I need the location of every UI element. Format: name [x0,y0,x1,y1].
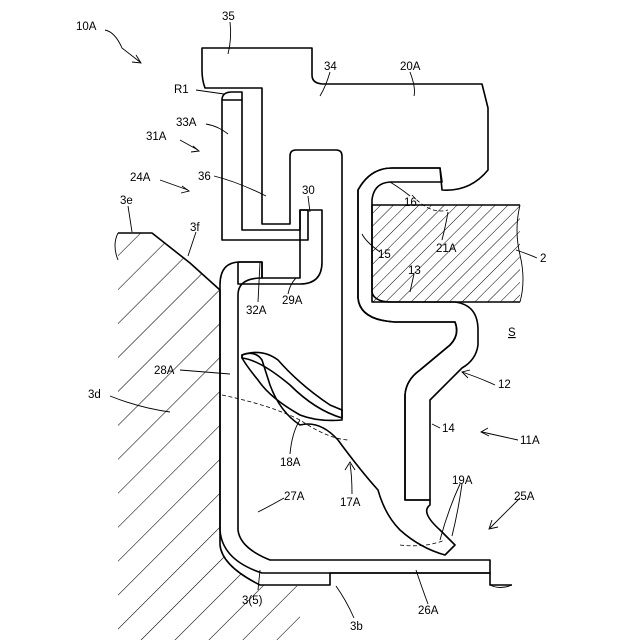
leader-26A [416,570,428,604]
leader-11A [482,432,518,440]
label-32A: 32A [246,305,267,317]
label-18A: 18A [280,457,301,469]
leader-16 [390,182,410,196]
label-33A: 33A [176,117,197,129]
housing-body [118,233,300,640]
leader-14 [432,424,440,428]
leader-3f [188,232,196,256]
leader-R1 [196,90,224,94]
leader-3e [128,206,132,232]
label-27A: 27A [284,491,305,503]
housing-left-break [115,233,118,260]
label-34: 34 [324,61,337,73]
label-35: 35 [222,11,235,23]
core-lip-R1 [222,92,242,100]
label-29A: 29A [282,295,303,307]
leader-29A [288,278,296,294]
label-28A: 28A [154,365,175,377]
label-25A: 25A [514,491,535,503]
leader-33A [206,124,228,134]
label-15: 15 [378,249,391,261]
label-36: 36 [198,171,211,183]
label-30: 30 [302,185,315,197]
leader-35 [228,22,231,54]
label-26A: 26A [418,605,439,617]
label-12: 12 [498,379,511,391]
label-3b: 3b [350,621,363,633]
leader-32A [258,262,260,302]
slinger-cup [238,210,322,284]
label-3f: 3f [190,222,200,234]
leader-12 [462,372,495,385]
label-13: 13 [408,265,421,277]
label-3d: 3d [88,389,101,401]
leader-27A [258,498,284,512]
label-24A: 24A [130,172,151,184]
label-10A: 10A [76,21,97,33]
label-3_5: 3(5) [242,595,263,607]
dashed-19A [400,540,445,546]
label-11A: 11A [520,435,540,447]
label-21A: 21A [436,243,457,255]
leader-3b [336,586,354,618]
label-17A: 17A [340,497,361,509]
leader-18A [290,420,300,454]
label-R1: R1 [174,84,189,96]
leader-17A [350,464,352,494]
leader-10A [105,30,140,62]
label-20A: 20A [400,61,421,73]
label-31A: 31A [146,131,167,143]
label-2: 2 [540,253,546,265]
label-16: 16 [404,197,417,209]
leader-24A [160,180,188,190]
core-strip-33A [222,100,308,240]
label-19A: 19A [452,475,473,487]
label-S: S [508,327,516,339]
label-3e: 3e [120,195,133,207]
label-14: 14 [442,423,455,435]
